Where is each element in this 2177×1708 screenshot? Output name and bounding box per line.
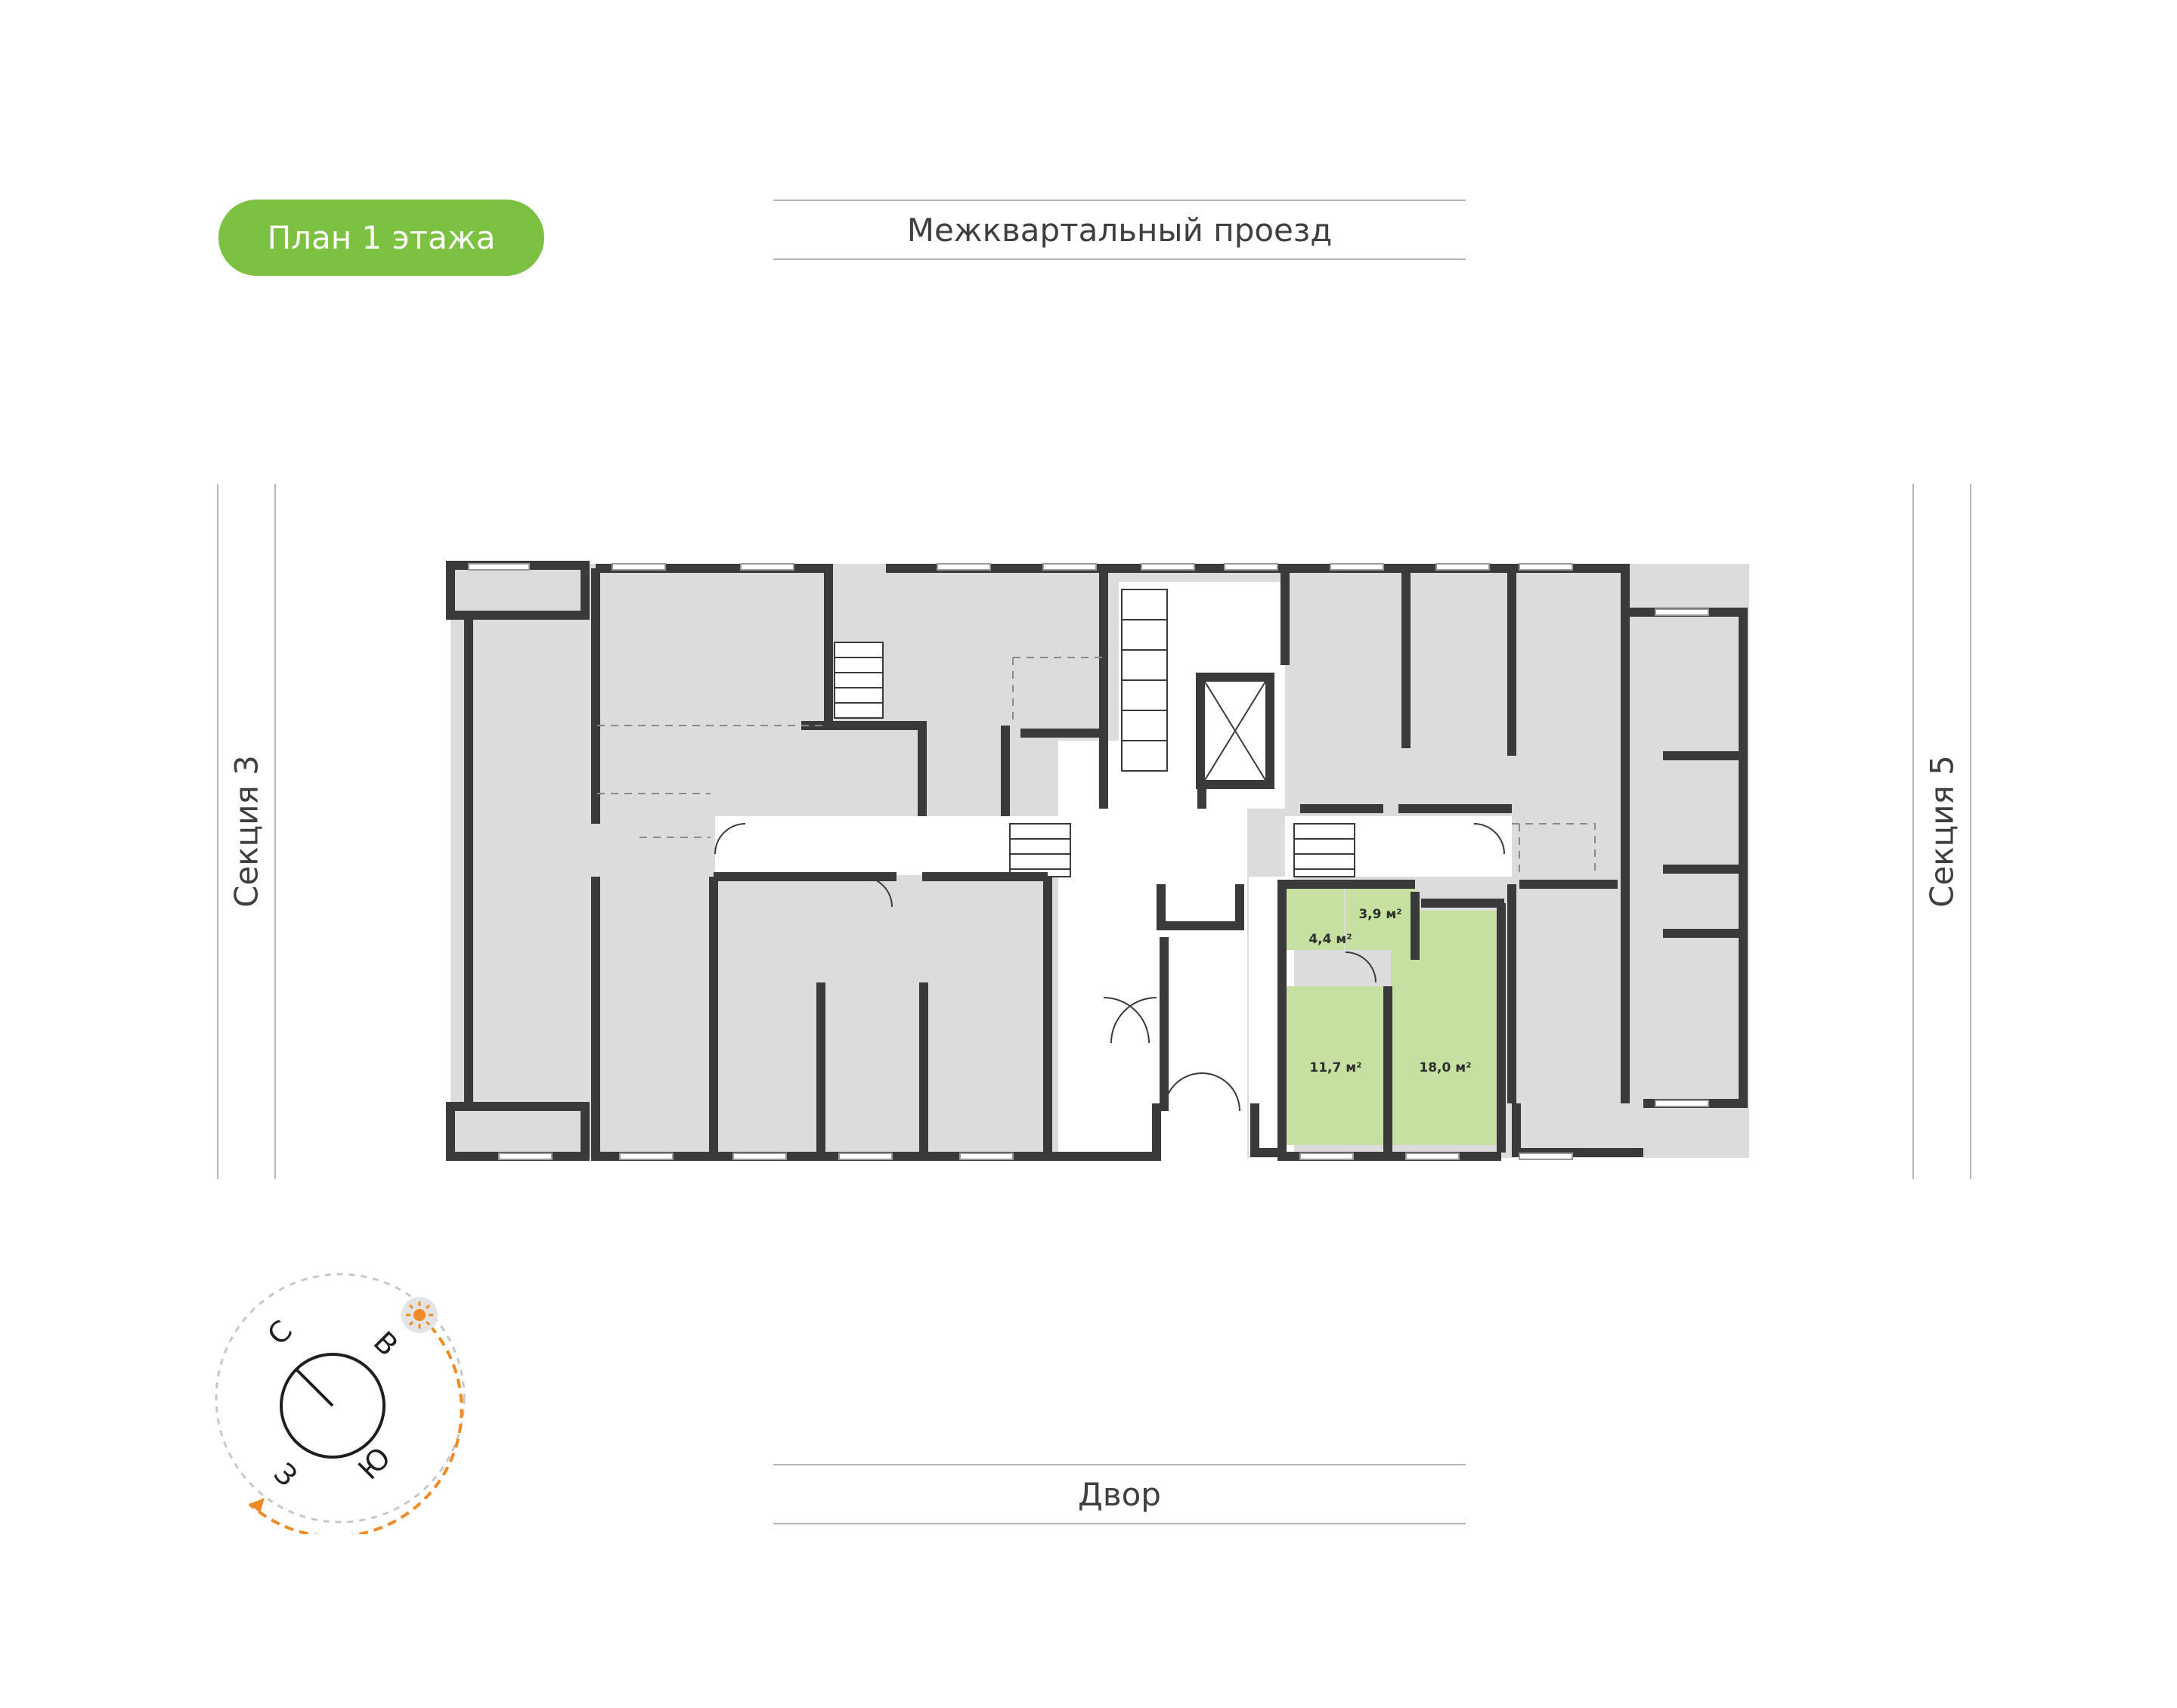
right-building: 4,4 м² 3,9 м² 11,7 м² 18,0 м²	[1081, 564, 1749, 1161]
room-kitchen-living	[1391, 911, 1500, 1145]
left-building	[446, 561, 1388, 1164]
compass-orbit	[215, 1273, 466, 1524]
room-area-hallway: 3,9 м²	[1358, 907, 1401, 922]
room-area-bedroom: 11,7 м²	[1309, 1060, 1361, 1075]
right-building-walls	[1081, 564, 1748, 1161]
sun-path	[248, 1313, 463, 1534]
zone-dividers-left	[597, 657, 1104, 838]
floor-plan-badge: План 1 этажа	[218, 200, 544, 276]
compass-south: Ю	[351, 1440, 397, 1486]
door-swings	[714, 823, 1505, 1112]
section-5-marker: Секция 5	[1912, 484, 1971, 1179]
compass-north: С	[261, 1313, 299, 1351]
street-name-top: Межквартальный проезд	[906, 211, 1333, 249]
room-area-kitchen: 18,0 м²	[1419, 1060, 1471, 1075]
compass-east: В	[367, 1325, 405, 1363]
highlighted-apartment[interactable]: 4,4 м² 3,9 м² 11,7 м² 18,0 м²	[1282, 886, 1500, 1145]
sun-icon	[406, 1301, 433, 1329]
zone-dividers-right	[1512, 823, 1596, 877]
section-3-marker: Секция 3	[217, 484, 276, 1179]
staircase-lower-left	[1009, 823, 1071, 877]
compass: С В Ю З	[215, 1273, 466, 1534]
staircase-right	[1293, 823, 1355, 877]
staircase-left	[834, 642, 884, 719]
room-bedroom	[1285, 986, 1386, 1145]
street-label-bottom: Двор	[773, 1464, 1466, 1524]
street-label-top: Межквартальный проезд	[773, 200, 1466, 260]
sun-path-arrow-icon	[249, 1498, 265, 1513]
windows	[468, 563, 1709, 1160]
compass-needle	[295, 1368, 334, 1407]
central-hall	[1058, 741, 1247, 1164]
room-bathroom	[1282, 886, 1344, 950]
yard-name: Двор	[1078, 1475, 1161, 1513]
elevator-shaft	[1196, 673, 1274, 789]
compass-west: З	[268, 1456, 304, 1493]
compass-dial	[280, 1353, 386, 1459]
staircase-center	[1121, 589, 1168, 772]
room-area-bathroom: 4,4 м²	[1308, 932, 1352, 947]
